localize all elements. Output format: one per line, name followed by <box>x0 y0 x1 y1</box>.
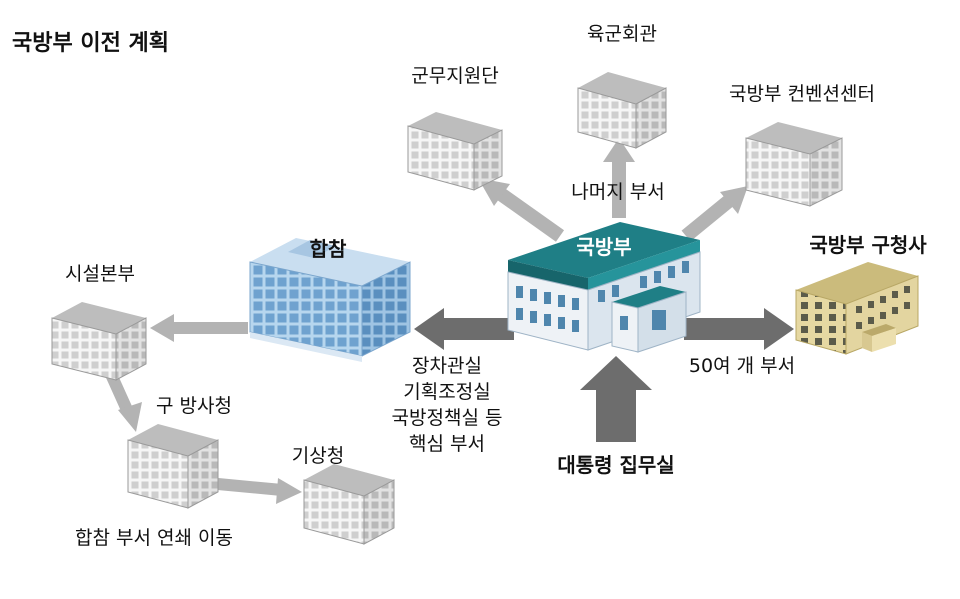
arrow-to-gunmu <box>478 178 565 242</box>
label-dapa: 구 방사청 <box>156 395 232 417</box>
label-gunmu: 군무지원단 <box>411 65 498 87</box>
building-kma <box>303 464 395 545</box>
label-core-depts: 장차관실 기획조정실 국방정책실 등 핵심 부서 <box>392 355 503 455</box>
core-line-1: 장차관실 <box>412 355 482 377</box>
label-jcs: 합참 <box>310 237 347 261</box>
core-line-4: 핵심 부서 <box>409 433 485 455</box>
building-yukgun <box>577 72 667 149</box>
label-chain: 합참 부서 연쇄 이동 <box>75 527 233 549</box>
label-yukgun: 육군회관 <box>587 23 657 45</box>
arrow-to-old-hq <box>684 308 794 350</box>
diagram-title: 국방부 이전 계획 <box>12 31 169 56</box>
label-old-hq: 국방부 구청사 <box>809 233 927 257</box>
label-kma: 기상청 <box>292 445 344 467</box>
arrow-president <box>580 356 652 442</box>
arrow-to-jcs <box>414 308 514 350</box>
label-remaining: 나머지 부서 <box>571 181 664 203</box>
label-president: 대통령 집무실 <box>557 453 674 477</box>
building-mnd <box>507 222 701 353</box>
arrow-jcs-to-facility <box>150 314 248 342</box>
core-line-2: 기획조정실 <box>403 381 490 403</box>
building-facility <box>51 302 147 381</box>
arrow-to-yukgun <box>603 138 635 218</box>
arrow-dapa-to-kma <box>217 478 302 504</box>
label-mnd: 국방부 <box>576 235 631 259</box>
arrow-facility-to-dapa <box>104 369 142 432</box>
arrow-to-convention <box>681 186 748 242</box>
building-jcs <box>249 238 411 362</box>
building-gunmu <box>407 112 503 191</box>
label-fifty: 50여 개 부서 <box>689 355 795 377</box>
building-old-hq <box>795 262 919 355</box>
building-convention <box>745 122 843 207</box>
core-line-3: 국방정책실 등 <box>392 407 503 429</box>
label-convention: 국방부 컨벤션센터 <box>729 83 875 105</box>
arrows <box>104 138 794 504</box>
label-facility: 시설본부 <box>65 263 135 285</box>
building-dapa <box>127 424 219 509</box>
